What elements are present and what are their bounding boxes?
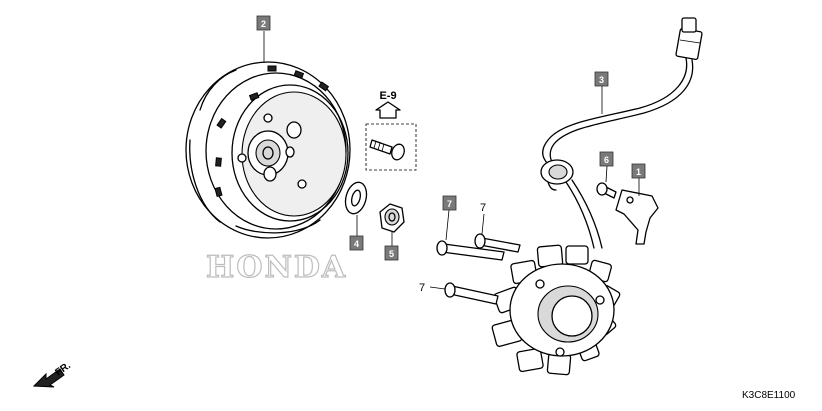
bolt-part-a [436, 240, 505, 261]
callout-7: 7 [442, 195, 457, 211]
svg-text:4: 4 [354, 239, 359, 249]
svg-text:1: 1 [636, 167, 641, 177]
clamp-part [615, 189, 659, 245]
stator-assembly [491, 244, 621, 376]
callout-6: 6 [599, 151, 614, 167]
svg-text:3: 3 [599, 75, 604, 85]
svg-text:7: 7 [447, 199, 452, 209]
callout-2: 2 [256, 15, 271, 31]
reference-label-e9: E-9 [379, 90, 396, 102]
wire-harness-part [540, 17, 703, 249]
up-arrow-icon [375, 101, 401, 119]
honda-watermark: HONDA [206, 250, 347, 285]
nut-part [379, 203, 405, 233]
reference-dashed-box [365, 123, 417, 171]
screw-part-6 [596, 182, 617, 199]
flywheel-part [185, 61, 351, 239]
label-7-c: 7 [419, 282, 425, 294]
svg-text:6: 6 [604, 155, 609, 165]
callout-4: 4 [349, 235, 364, 251]
callout-3: 3 [594, 71, 609, 87]
front-arrow-icon [32, 368, 65, 388]
svg-text:2: 2 [261, 19, 266, 29]
bolt-part-c [444, 282, 499, 305]
reference-bolt-part [369, 139, 405, 161]
label-7-b: 7 [480, 202, 486, 214]
diagram-code: K3C8E1100 [742, 390, 796, 401]
svg-text:5: 5 [389, 249, 394, 259]
washer-part [344, 181, 368, 215]
callout-1: 1 [631, 163, 646, 179]
callout-5: 5 [384, 245, 399, 261]
bolt-part-b [474, 233, 521, 253]
